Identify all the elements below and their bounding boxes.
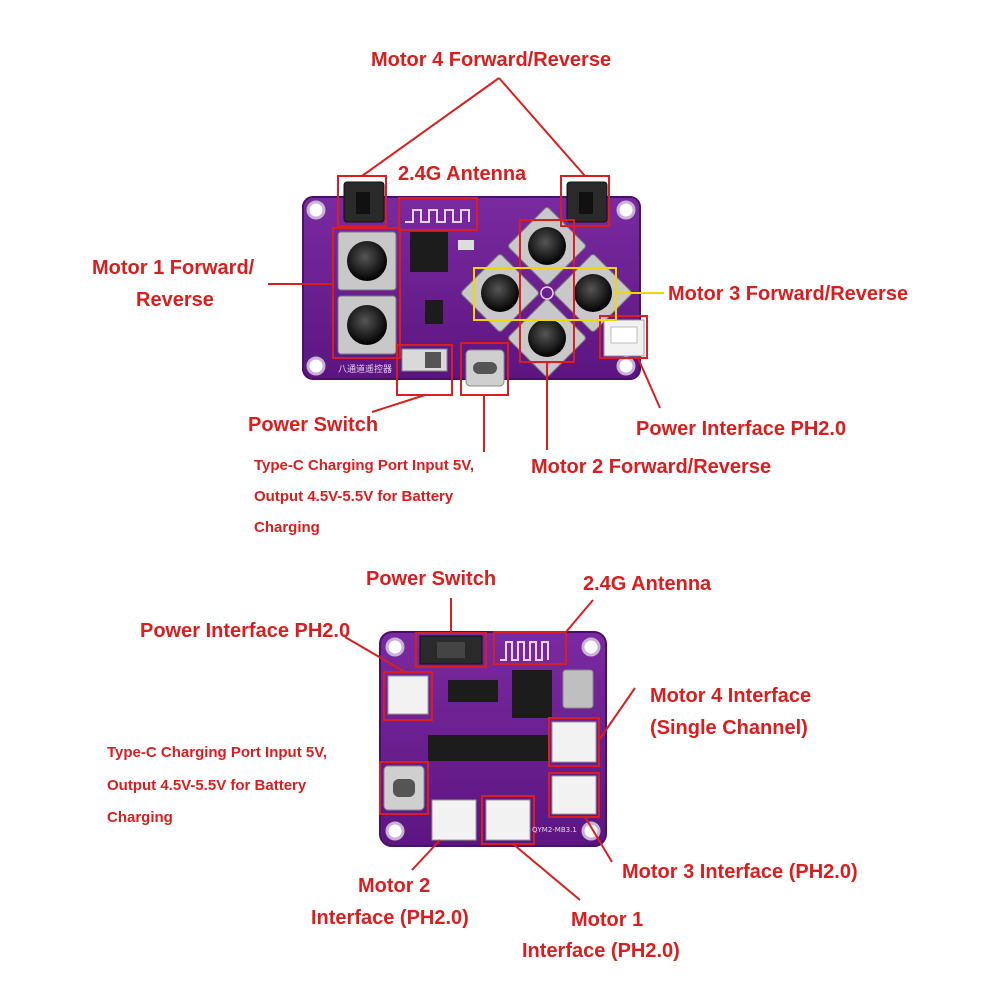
callout-box-typec [379,761,429,815]
label-top-typec-line2: Output 4.5V-5.5V for Battery [254,488,454,505]
label-top-motor1-line2: Reverse [136,289,214,311]
label-bottom-motor2-line1: Motor 2 [358,875,431,897]
rf-chip [410,232,448,272]
typec-opening [473,362,497,374]
mounting-hole [616,356,636,376]
button-cap [347,241,387,281]
callout-box-motor1 [481,795,535,845]
label-bottom-typec-line2: Output 4.5V-5.5V for Battery [107,777,307,794]
callout-box-motor3 [548,772,600,818]
typec-opening [393,779,415,797]
callout-line [598,687,636,741]
callout-line [371,394,426,413]
label-bottom-motor1-line2: Interface (PH2.0) [522,940,680,962]
callout-line [637,357,661,409]
callout-line [565,599,594,633]
label-bottom-typec-line3: Charging [107,809,173,826]
antenna-trace [405,209,470,223]
button-cap [528,227,566,265]
motor4-connector [551,721,597,763]
label-bottom-motor4-line1: Motor 4 Interface [650,685,812,707]
callout-line [498,77,586,177]
callout-line [344,636,406,673]
switch-knob [356,192,370,214]
motor1-connector [485,799,531,841]
bottom-board-silkscreen: QYM2-MB3.1 [532,826,577,834]
callout-line [512,843,581,901]
mounting-hole [616,200,636,220]
switch-slider [425,352,441,368]
label-top-motor3: Motor 3 Forward/Reverse [668,283,909,305]
center-mark [540,286,554,300]
switch-slider [437,642,465,658]
mounting-hole [385,637,405,657]
button-cap [528,319,566,357]
label-bottom-motor1-line1: Motor 1 [571,909,644,931]
mounting-hole [306,356,326,376]
crystal [562,669,594,709]
motor2-connector [431,799,477,841]
label-bottom-motor4-line2: (Single Channel) [650,717,808,739]
top-remote-board [268,77,664,452]
button-cap [481,274,519,312]
label-top-motor4: Motor 4 Forward/Reverse [371,49,612,71]
callout-line [411,839,441,871]
motor3-callout [473,267,664,321]
callout-box-power-interface [599,315,648,359]
callout-box-antenna [398,197,478,231]
ic-chip [448,680,498,702]
mounting-hole [385,821,405,841]
label-top-antenna: 2.4G Antenna [398,163,527,185]
label-top-motor2: Motor 2 Forward/Reverse [531,456,772,478]
antenna-trace [500,641,549,661]
smd-part [458,240,474,250]
callout-box-motor1 [332,227,401,359]
top-board-silkscreen: 八通道遥控器 [338,365,393,375]
label-bottom-typec-line1: Type-C Charging Port Input 5V, [107,744,328,761]
switch-knob [579,192,593,214]
label-bottom-motor3: Motor 3 Interface (PH2.0) [622,861,858,883]
label-top-power-switch: Power Switch [248,414,379,436]
mounting-hole [306,200,326,220]
button-cap [347,305,387,345]
motor3-connector [551,775,597,815]
mounting-hole [581,637,601,657]
connector-housing [610,326,638,344]
label-bottom-power-switch: Power Switch [366,568,497,590]
label-top-motor1-line1: Motor 1 Forward/ [92,257,255,279]
label-bottom-antenna: 2.4G Antenna [583,573,712,595]
driver-chip [428,735,548,761]
ic-chip [425,300,443,324]
callout-box-power-interface [383,671,433,721]
top-callouts [268,77,661,452]
label-bottom-motor2-line2: Interface (PH2.0) [311,907,469,929]
callout-box-motor4 [548,717,600,767]
label-bottom-power-interface: Power Interface PH2.0 [140,620,351,642]
callout-line [361,77,500,177]
label-top-typec-line3: Charging [254,519,320,536]
rf-chip [512,670,552,718]
button-cap [574,274,612,312]
bottom-callouts [344,598,636,901]
callout-line [584,816,613,863]
power-ph20-connector [387,675,429,715]
bottom-receiver-board [344,598,636,901]
label-top-power-interface: Power Interface PH2.0 [636,418,847,440]
label-top-typec-line1: Type-C Charging Port Input 5V, [254,457,475,474]
callout-box-antenna [493,631,567,665]
